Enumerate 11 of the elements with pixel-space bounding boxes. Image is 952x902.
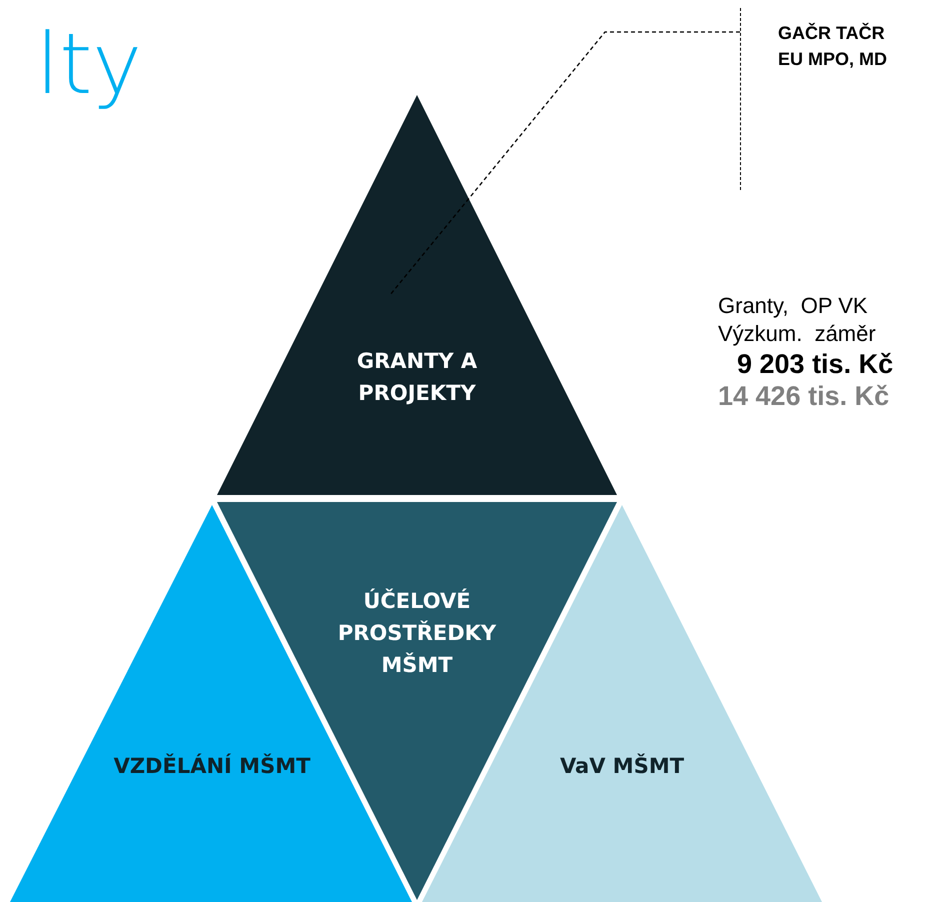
callout-text: GAČR TAČR EU MPO, MD	[740, 8, 920, 190]
leader-line	[390, 31, 740, 296]
segment-label: VaV MŠMT	[558, 752, 686, 780]
segment-label: ÚČELOVÉ PROSTŘEDKY MŠMT	[336, 588, 498, 679]
triangle-segment	[217, 95, 617, 495]
segment-label: GRANTY A PROJEKTY	[356, 348, 478, 407]
funding-note: Výzkum. záměr	[718, 320, 876, 348]
funding-note: 14 426 tis. Kč	[718, 380, 890, 413]
funding-note: Granty, OP VK	[718, 292, 868, 320]
segment-label: VZDĚLÁNÍ MŠMT	[112, 752, 312, 780]
funding-note: 9 203 tis. Kč	[737, 348, 894, 381]
